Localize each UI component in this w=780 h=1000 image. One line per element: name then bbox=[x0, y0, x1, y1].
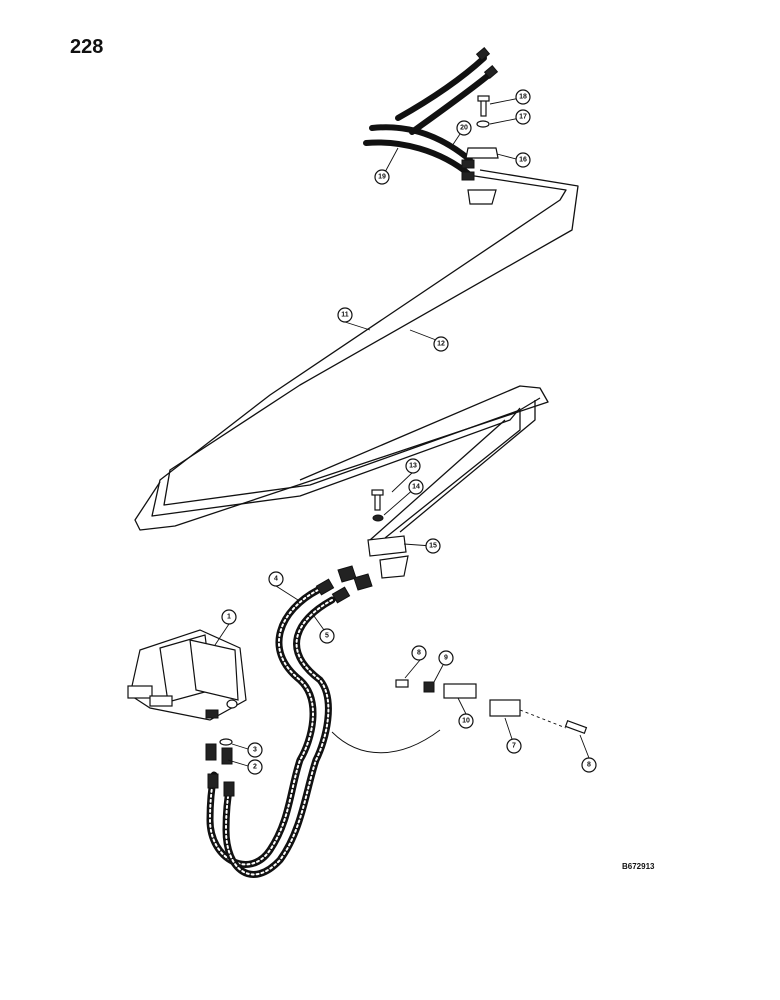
svg-text:15: 15 bbox=[429, 543, 437, 550]
svg-text:12: 12 bbox=[437, 341, 445, 348]
tube-12 bbox=[163, 169, 579, 506]
callout-8b: 8 bbox=[581, 757, 597, 773]
callout-11: 11 bbox=[337, 307, 353, 323]
valve-port-ring bbox=[226, 699, 238, 709]
callout-12: 12 bbox=[433, 336, 449, 352]
upper-clamp-hardware bbox=[465, 95, 499, 205]
tube-lower-b bbox=[399, 400, 536, 533]
valve-spool bbox=[149, 695, 173, 707]
hose-end-lower bbox=[207, 773, 219, 789]
callout-5: 5 bbox=[319, 628, 335, 644]
valve-section bbox=[189, 639, 239, 701]
callout-14: 14 bbox=[408, 479, 424, 495]
callout-9: 9 bbox=[438, 650, 454, 666]
hose-20 bbox=[369, 124, 473, 163]
hose-end-fitting bbox=[475, 47, 491, 61]
callout-8: 8 bbox=[411, 645, 427, 661]
callout-20: 20 bbox=[456, 120, 472, 136]
hose-fitting bbox=[315, 578, 335, 596]
svg-text:18: 18 bbox=[519, 94, 527, 101]
plate-7 bbox=[489, 699, 521, 717]
bracket-assembly bbox=[395, 679, 588, 735]
svg-text:4: 4 bbox=[274, 576, 278, 583]
clamp-16-base bbox=[467, 189, 497, 205]
control-valve bbox=[127, 629, 247, 721]
svg-text:14: 14 bbox=[412, 484, 420, 491]
svg-text:8: 8 bbox=[587, 762, 591, 769]
washer-17 bbox=[476, 120, 490, 128]
bolt-18-head bbox=[477, 95, 490, 102]
callout-10: 10 bbox=[458, 713, 474, 729]
hose-fitting bbox=[331, 586, 351, 604]
hose-end-fitting bbox=[483, 65, 499, 79]
bolt-8b bbox=[564, 719, 588, 735]
svg-text:3: 3 bbox=[253, 747, 257, 754]
svg-text:10: 10 bbox=[462, 718, 470, 725]
figure-code: B672913 bbox=[622, 862, 655, 871]
svg-text:13: 13 bbox=[409, 463, 417, 470]
dash-line bbox=[519, 709, 567, 729]
tube-nut bbox=[353, 573, 373, 591]
svg-text:17: 17 bbox=[519, 114, 527, 121]
steel-tube-assembly bbox=[134, 169, 579, 541]
hose-end-lower bbox=[223, 781, 235, 797]
lower-hoses bbox=[206, 565, 373, 878]
valve-port bbox=[205, 709, 219, 719]
valve-fittings bbox=[205, 738, 235, 797]
lower-clamp-hardware bbox=[367, 489, 409, 579]
tube-loop-outer bbox=[134, 385, 549, 531]
hose-end-fitting bbox=[461, 159, 475, 169]
callout-18: 18 bbox=[515, 89, 531, 105]
bolt-18 bbox=[480, 99, 487, 117]
bolt-13-head bbox=[371, 489, 384, 496]
page-number: 228 bbox=[70, 36, 104, 58]
clamp-16 bbox=[465, 147, 499, 159]
hose-upper-b bbox=[409, 71, 493, 135]
nut-9 bbox=[423, 681, 435, 693]
clamp-15 bbox=[367, 535, 407, 557]
hose-19 bbox=[363, 139, 473, 178]
hose-end-fitting bbox=[461, 171, 475, 181]
tube-nut bbox=[337, 565, 357, 583]
callout-3: 3 bbox=[247, 742, 263, 758]
leader-lines bbox=[214, 97, 590, 767]
svg-text:19: 19 bbox=[378, 174, 386, 181]
svg-text:2: 2 bbox=[253, 764, 257, 771]
callout-1: 1 bbox=[221, 609, 237, 625]
tube-11 bbox=[151, 174, 567, 517]
hose-upper-a bbox=[395, 55, 487, 121]
bolt-13 bbox=[374, 493, 381, 511]
svg-text:8: 8 bbox=[417, 650, 421, 657]
svg-text:9: 9 bbox=[444, 655, 448, 662]
clamp-15-base bbox=[379, 555, 409, 579]
valve-spool bbox=[127, 685, 153, 699]
o-ring-3 bbox=[219, 738, 233, 746]
clamp-10 bbox=[443, 683, 477, 699]
svg-text:11: 11 bbox=[341, 312, 349, 319]
svg-text:7: 7 bbox=[512, 743, 516, 750]
svg-text:1: 1 bbox=[227, 614, 231, 621]
fitting-2b bbox=[221, 747, 233, 765]
callout-4: 4 bbox=[268, 571, 284, 587]
svg-text:5: 5 bbox=[325, 633, 329, 640]
svg-text:16: 16 bbox=[519, 157, 527, 164]
tube-lower-a bbox=[384, 410, 521, 539]
callout-2: 2 bbox=[247, 759, 263, 775]
callout-15: 15 bbox=[425, 538, 441, 554]
callout-7: 7 bbox=[506, 738, 522, 754]
pointer-arc bbox=[331, 729, 441, 754]
callout-19: 19 bbox=[374, 169, 390, 185]
callout-16: 16 bbox=[515, 152, 531, 168]
tube-lower-c bbox=[369, 419, 506, 541]
upper-hoses bbox=[363, 47, 499, 181]
fitting-2a bbox=[205, 743, 217, 761]
svg-text:20: 20 bbox=[460, 125, 468, 132]
bolt-8a bbox=[395, 679, 409, 688]
callout-17: 17 bbox=[515, 109, 531, 125]
callouts: 1 2 3 4 5 7 8 8 9 10 11 12 13 14 15 16 1… bbox=[221, 89, 597, 775]
washer-14 bbox=[372, 514, 384, 522]
callout-13: 13 bbox=[405, 458, 421, 474]
